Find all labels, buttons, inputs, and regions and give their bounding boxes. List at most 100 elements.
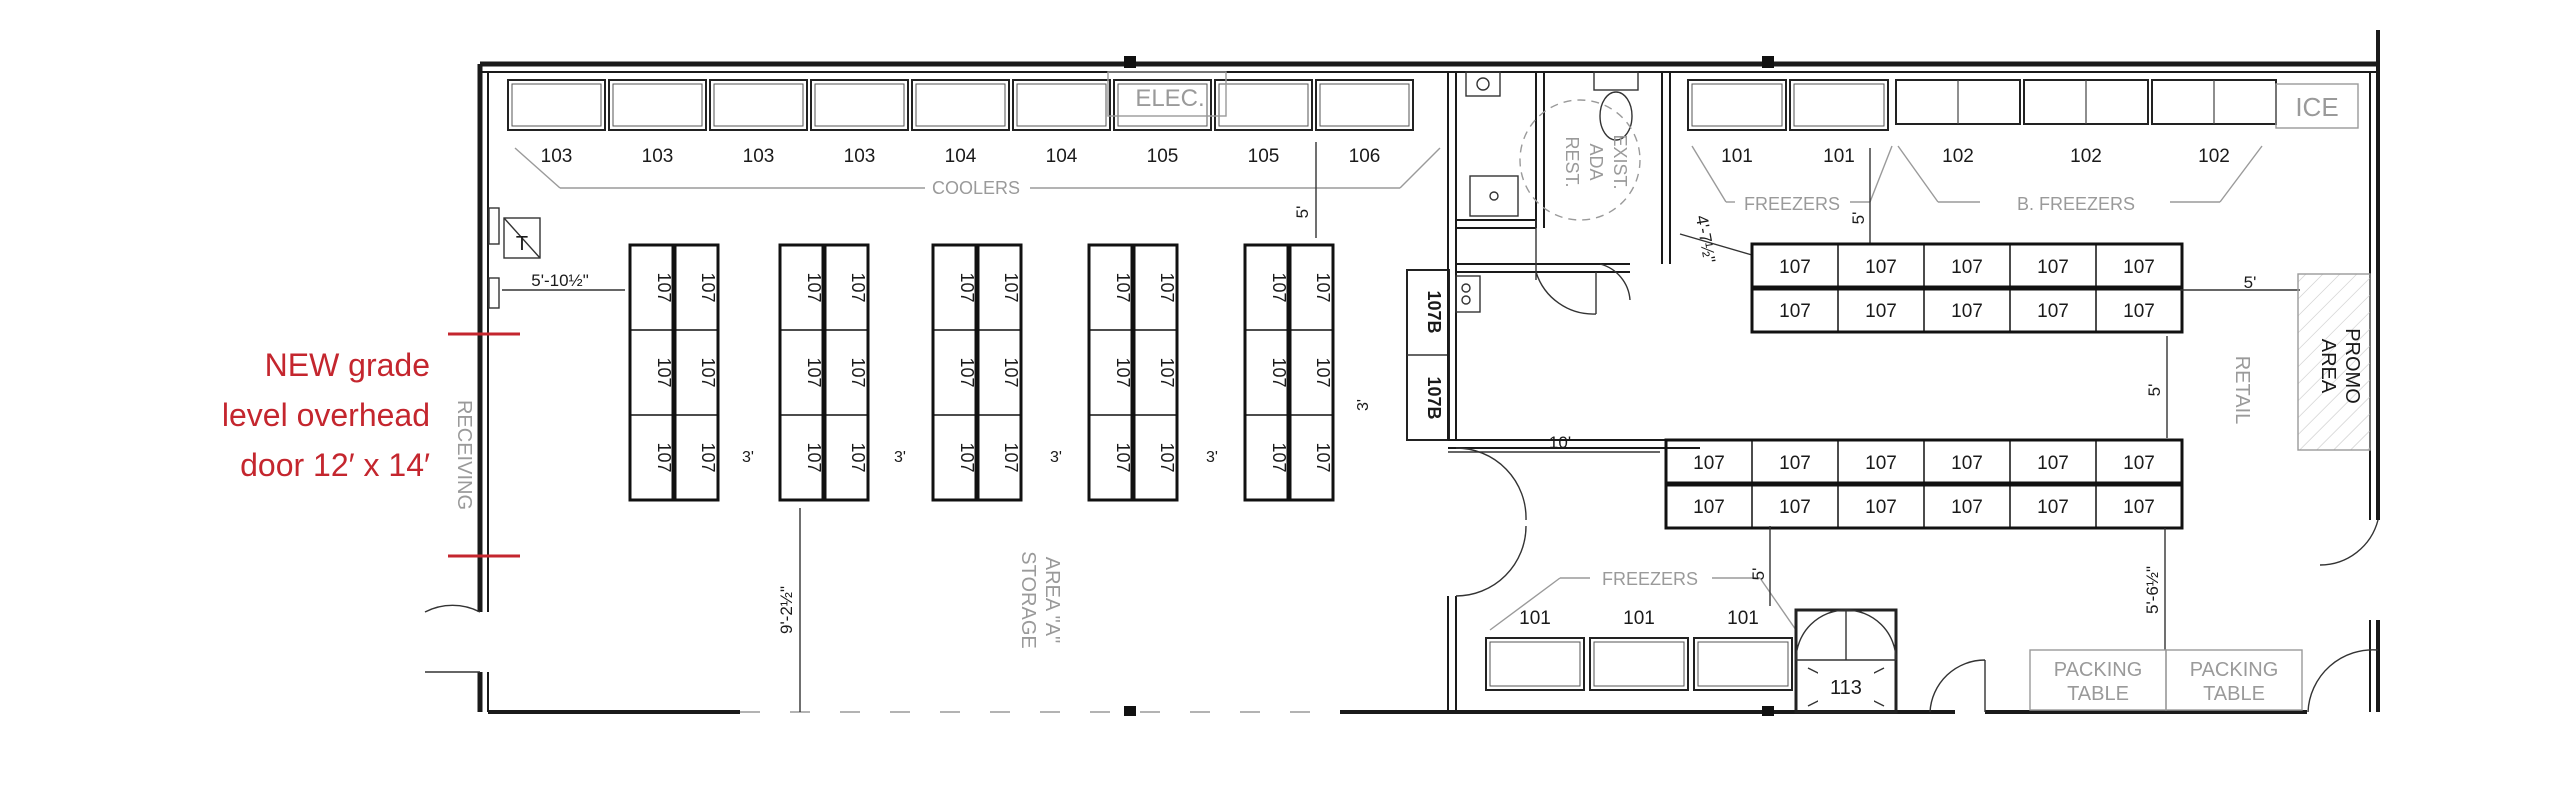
cooler-unit bbox=[507, 79, 606, 131]
retail-107-label: 107 bbox=[1951, 453, 1983, 474]
sink-icon bbox=[1465, 71, 1501, 97]
cooler-label-105: 105 bbox=[1147, 146, 1179, 167]
toilet-tank-icon bbox=[1593, 71, 1639, 91]
bottom-freezer-unit bbox=[1589, 637, 1689, 691]
rack-107-label: 107 bbox=[804, 357, 824, 387]
rack-107-label: 107 bbox=[804, 442, 824, 472]
toilet-icon bbox=[1599, 91, 1633, 141]
storage-racks: 107 107 107 107 107 107 107 107 107 107 107 107 107 1… bbox=[628, 243, 1335, 502]
freezer-unit bbox=[1687, 79, 1787, 131]
wall-fixture-2 bbox=[488, 277, 500, 309]
retail-107-label: 107 bbox=[1779, 497, 1811, 518]
cooler-label-105: 105 bbox=[1248, 146, 1280, 167]
dim-3-b: 3' bbox=[894, 449, 906, 466]
retail-racks: 107 107 107 107 107 107 107 107 107 107 107 107 107 1… bbox=[1664, 242, 2184, 530]
overhead-door-note: NEW grade level overhead door 12′ x 14′ bbox=[130, 340, 430, 490]
retail-107-label: 107 bbox=[2037, 257, 2069, 278]
rack-107-label: 107 bbox=[1157, 442, 1177, 472]
packing-2-a: PACKING bbox=[2190, 659, 2279, 681]
promo-label-1: PROMO bbox=[2341, 328, 2363, 404]
rack-107-label: 107 bbox=[698, 357, 718, 387]
rack-107-label: 107 bbox=[1113, 272, 1133, 302]
retail-107-label: 107 bbox=[1865, 453, 1897, 474]
cooler-unit bbox=[810, 79, 909, 131]
cooler-label-103: 103 bbox=[642, 146, 674, 167]
b-freezers-label: B. FREEZERS bbox=[2017, 194, 2135, 214]
restroom-door bbox=[1535, 220, 1597, 315]
ice-machine bbox=[2275, 83, 2359, 129]
dim-3-d: 3' bbox=[1206, 449, 1218, 466]
ada-label: ADA bbox=[1586, 143, 1606, 180]
rack-107-label: 107 bbox=[1269, 442, 1289, 472]
column-marker-3 bbox=[1124, 706, 1136, 716]
b-freezer-label-102: 102 bbox=[1942, 146, 1974, 167]
cooler-unit-inner bbox=[1117, 83, 1208, 127]
rack-107-label: 107 bbox=[698, 442, 718, 472]
rack-107-label: 107 bbox=[804, 272, 824, 302]
ada-turning-circle bbox=[1519, 99, 1641, 221]
freezer-unit bbox=[1789, 79, 1889, 131]
rack-107-label: 107 bbox=[1157, 272, 1177, 302]
bottom-freezer-label-101: 101 bbox=[1519, 608, 1551, 629]
rack-107-label: 107 bbox=[1313, 442, 1333, 472]
retail-107-label: 107 bbox=[2123, 257, 2155, 278]
column-marker-2 bbox=[1762, 56, 1774, 68]
retail-107-label: 107 bbox=[2037, 301, 2069, 322]
cooler-unit bbox=[709, 79, 808, 131]
cooler-unit-inner bbox=[511, 83, 602, 127]
retail-107-label: 107 bbox=[1865, 301, 1897, 322]
shower-icon bbox=[1469, 175, 1519, 217]
cooler-unit bbox=[1012, 79, 1111, 131]
rack-107-label: 107 bbox=[1113, 442, 1133, 472]
retail-107-label: 107 bbox=[1779, 453, 1811, 474]
cooler-unit bbox=[608, 79, 707, 131]
dim-3-e: 3' bbox=[1355, 399, 1372, 411]
dim-5-bottom-freezers: 5' bbox=[1749, 568, 1768, 581]
retail-107-label: 107 bbox=[2123, 453, 2155, 474]
column-marker-1 bbox=[1124, 56, 1136, 68]
packing-1-b: TABLE bbox=[2067, 683, 2129, 705]
cooler-unit-inner bbox=[1319, 83, 1410, 127]
dim-5-freezers: 5' bbox=[1849, 212, 1868, 225]
restroom-door-2 bbox=[1599, 263, 1631, 301]
elec-room bbox=[1107, 71, 1227, 117]
t-box-label: T bbox=[516, 233, 528, 255]
receiving-label: RECEIVING bbox=[453, 400, 475, 510]
dim-3-a: 3' bbox=[742, 449, 754, 466]
retail-107-label: 107 bbox=[2123, 497, 2155, 518]
door-113-swing bbox=[1795, 609, 1897, 661]
note-line-2: level overhead bbox=[221, 397, 430, 433]
rack-107-label: 107 bbox=[957, 272, 977, 302]
b-freezer-label-102: 102 bbox=[2070, 146, 2102, 167]
rack-107-label: 107 bbox=[1269, 357, 1289, 387]
door-swing-left bbox=[424, 604, 481, 673]
cooler-unit-inner bbox=[915, 83, 1006, 127]
retail-107-label: 107 bbox=[1951, 301, 1983, 322]
exist-label: EXIST. bbox=[1610, 134, 1630, 189]
cooler-unit bbox=[1214, 79, 1313, 131]
freezer-unit-inner bbox=[1793, 83, 1885, 127]
coolers-label: COOLERS bbox=[932, 178, 1020, 198]
dim-5-10: 5'-10½" bbox=[531, 271, 588, 290]
rack-107b-2: 107B bbox=[1424, 376, 1444, 419]
retail-107-label: 107 bbox=[1865, 497, 1897, 518]
rack-107-label: 107 bbox=[654, 272, 674, 302]
hand-sink-icon bbox=[1455, 275, 1481, 313]
cooler-label-104: 104 bbox=[1046, 146, 1078, 167]
cooler-label-103: 103 bbox=[541, 146, 573, 167]
door-swing-right bbox=[2307, 519, 2379, 713]
retail-107-label: 107 bbox=[1865, 257, 1897, 278]
retail-107-label: 107 bbox=[1779, 257, 1811, 278]
freezers-top-label: FREEZERS bbox=[1744, 194, 1840, 214]
wall-fixture-1 bbox=[488, 207, 500, 245]
retail-107-label: 107 bbox=[2037, 497, 2069, 518]
cooler-unit-inner bbox=[814, 83, 905, 127]
rack-107-label: 107 bbox=[698, 272, 718, 302]
rack-107-label: 107 bbox=[1313, 272, 1333, 302]
retail-107-label: 107 bbox=[1779, 301, 1811, 322]
